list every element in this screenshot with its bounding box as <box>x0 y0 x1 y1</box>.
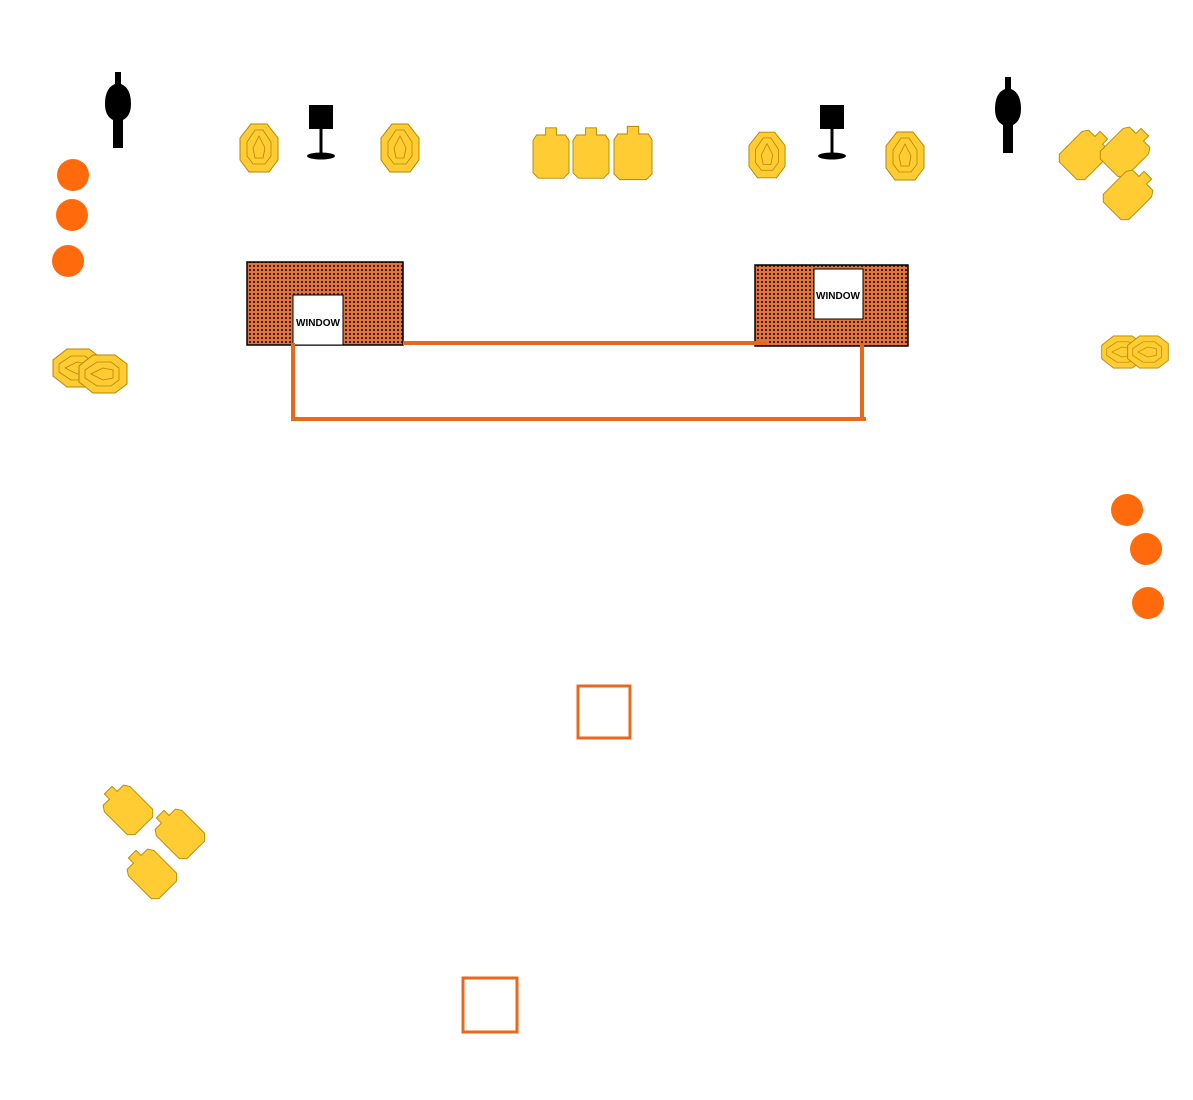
paper-target-icon <box>748 131 786 179</box>
popper-icon <box>818 105 846 160</box>
paper-target-icon <box>1127 335 1169 369</box>
paper-target-icon <box>532 127 570 179</box>
steel-plate-icon <box>56 199 88 231</box>
left-window-label: WINDOW <box>296 318 340 329</box>
popper-icon <box>307 105 335 160</box>
steel-plate-icon <box>57 159 89 191</box>
target-cluster-lower-left <box>94 776 210 904</box>
target-pair-right <box>1101 335 1169 369</box>
no-shoot-silhouette-icon <box>105 72 131 148</box>
fault-lines <box>291 341 866 421</box>
paper-target-icon <box>1098 161 1162 225</box>
paper-target-icon <box>380 123 420 173</box>
target-cluster-upper-right <box>1054 118 1162 225</box>
steel-plates-left <box>52 159 89 277</box>
shooting-box-lower <box>461 976 519 1034</box>
target-pair-left <box>52 348 128 394</box>
steel-plate-icon <box>1130 533 1162 565</box>
steel-plate-icon <box>1132 587 1164 619</box>
paper-target-icon <box>613 125 653 181</box>
steel-plate-icon <box>1111 494 1143 526</box>
right-window-label: WINDOW <box>816 291 860 302</box>
left-wall: WINDOW <box>246 261 404 346</box>
paper-target-icon <box>94 776 158 840</box>
shooting-box-upper <box>576 684 632 740</box>
no-shoot-silhouette-icon <box>995 77 1021 153</box>
paper-target-icon <box>239 123 279 173</box>
paper-target-icon <box>572 127 610 179</box>
steel-plate-icon <box>52 245 84 277</box>
paper-target-icon <box>78 354 128 394</box>
paper-target-icon <box>885 131 925 181</box>
right-window: WINDOW <box>813 268 864 320</box>
steel-plates-right <box>1111 494 1164 619</box>
right-wall: WINDOW <box>754 264 909 347</box>
left-window: WINDOW <box>292 294 344 346</box>
